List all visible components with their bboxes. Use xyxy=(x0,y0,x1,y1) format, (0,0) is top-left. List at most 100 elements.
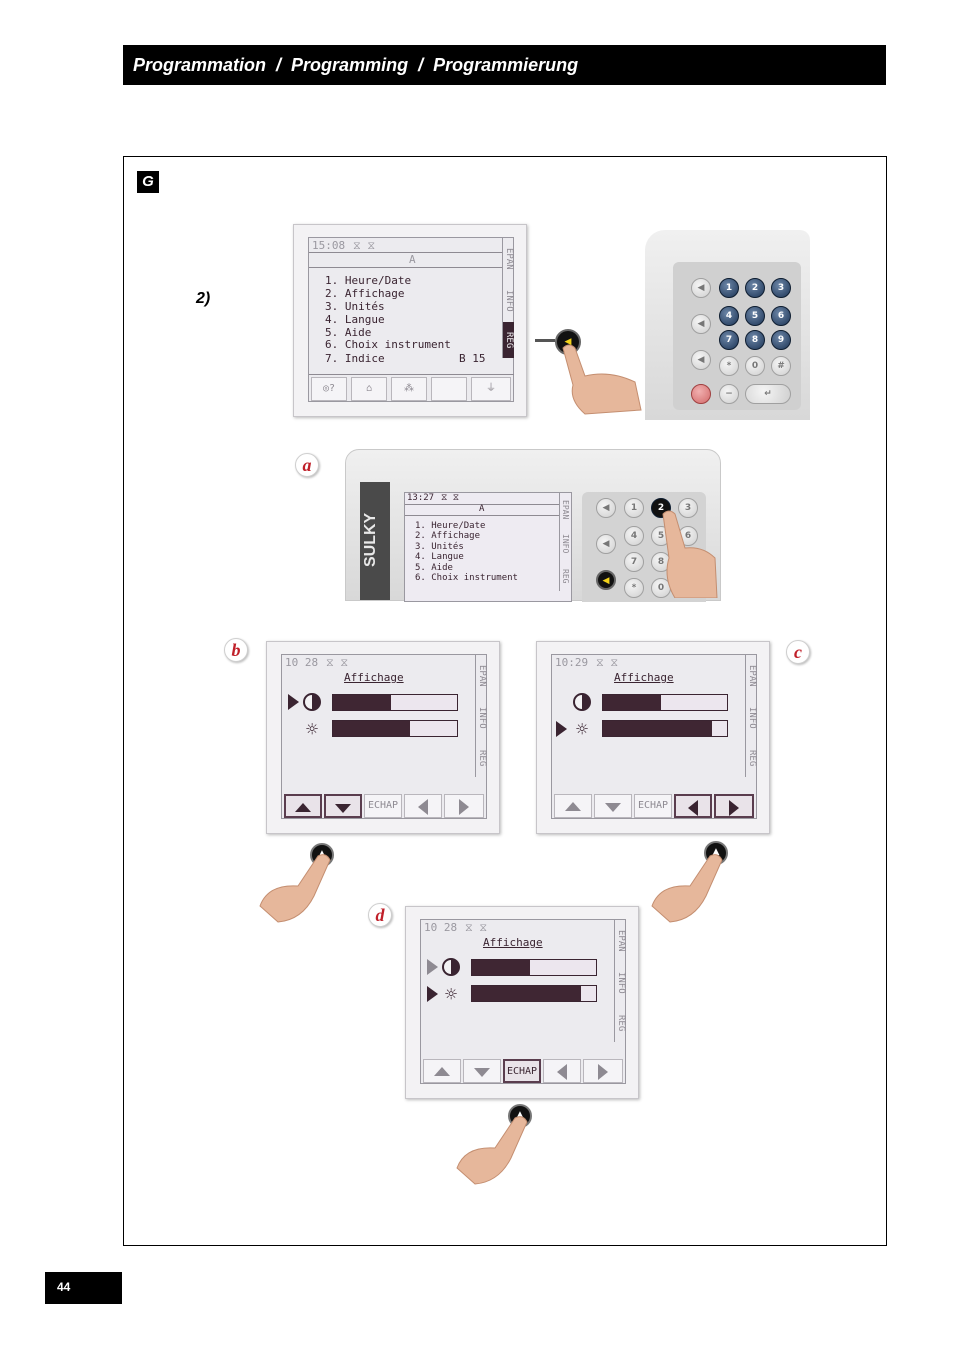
hand-icon xyxy=(651,854,723,923)
side-key-2[interactable]: ◀ xyxy=(691,314,711,334)
a-side-key-2[interactable]: ◀ xyxy=(596,534,616,554)
d-right-button[interactable] xyxy=(583,1059,623,1083)
side-key-3[interactable]: ◀ xyxy=(691,350,711,370)
hand-icon xyxy=(562,344,642,415)
key-9[interactable]: 9 xyxy=(771,330,791,350)
d-time: 10 28 xyxy=(424,921,458,934)
d-contrast-bar[interactable] xyxy=(471,959,597,976)
menu-item-4[interactable]: 4. Langue xyxy=(325,313,385,326)
bar-fill xyxy=(603,695,662,710)
screen-c-display: 10:29 ⧖ ⧖ Affichage ☼ EPAN INFO REG ECHA… xyxy=(551,654,757,819)
a-item-2[interactable]: 2. Affichage xyxy=(415,531,481,541)
b-right-button[interactable] xyxy=(444,794,484,818)
key-6[interactable]: 6 xyxy=(771,306,791,326)
tab-reg[interactable]: REG xyxy=(502,322,514,358)
menu-item-1[interactable]: 1. Heure/Date xyxy=(325,274,412,287)
arrow-left-icon xyxy=(557,1064,567,1080)
a-item-4[interactable]: 4. Langue xyxy=(415,552,464,562)
c-tab-epan[interactable]: EPAN xyxy=(745,655,757,697)
key-4[interactable]: 4 xyxy=(719,306,739,326)
softkey-spread-icon[interactable]: ⏚ xyxy=(471,377,511,401)
brightness-icon: ☼ xyxy=(575,717,589,741)
d-tab-reg[interactable]: REG xyxy=(614,1004,626,1042)
key-0[interactable]: 0 xyxy=(745,356,765,376)
bar-fill xyxy=(472,960,531,975)
c-tab-reg[interactable]: REG xyxy=(745,739,757,777)
c-up-button[interactable] xyxy=(554,794,592,818)
a-tab-epan[interactable]: EPAN xyxy=(559,493,571,527)
d-brightness-bar[interactable] xyxy=(471,985,597,1002)
key-3[interactable]: 3 xyxy=(771,278,791,298)
a-key-1[interactable]: 1 xyxy=(624,498,644,518)
menu-item-5[interactable]: 5. Aide xyxy=(325,326,372,339)
c-contrast-bar[interactable] xyxy=(602,694,728,711)
softkey-calibration-icon[interactable]: ⁂ xyxy=(391,377,427,401)
d-selector-brightness xyxy=(427,986,438,1002)
hourglass-icon: ⧖ ⧖ xyxy=(596,656,619,669)
c-right-button[interactable] xyxy=(714,794,754,818)
a-key-3[interactable]: 3 xyxy=(678,498,698,518)
menu-item-6[interactable]: 6. Choix instrument xyxy=(325,338,451,351)
b-left-button[interactable] xyxy=(404,794,442,818)
a-item-3[interactable]: 3. Unités xyxy=(415,542,464,552)
b-brightness-bar[interactable] xyxy=(332,720,458,737)
a-tab-reg[interactable]: REG xyxy=(559,561,571,591)
title-sep-2: / xyxy=(408,54,434,75)
contrast-icon xyxy=(573,693,591,711)
b-up-button[interactable] xyxy=(284,794,322,818)
b-tab-epan[interactable]: EPAN xyxy=(475,655,487,697)
a-key-star[interactable]: * xyxy=(624,578,644,598)
softkey-machine-icon[interactable]: ⌂ xyxy=(351,377,387,401)
c-down-button[interactable] xyxy=(594,794,632,818)
arrow-right-icon xyxy=(459,799,469,815)
a-key-4[interactable]: 4 xyxy=(624,526,644,546)
arrow-up-icon xyxy=(434,1067,450,1076)
tab-epan[interactable]: EPAN xyxy=(502,238,514,280)
a-key-7[interactable]: 7 xyxy=(624,552,644,572)
key-1[interactable]: 1 xyxy=(719,278,739,298)
menu-item-3[interactable]: 3. Unités xyxy=(325,300,385,313)
d-selector-contrast xyxy=(427,959,438,975)
c-tab-info[interactable]: INFO xyxy=(745,697,757,739)
d-tab-epan[interactable]: EPAN xyxy=(614,920,626,962)
a-tab-info[interactable]: INFO xyxy=(559,527,571,561)
softkey-help-icon[interactable]: ◎? xyxy=(311,377,347,401)
menu-item-7[interactable]: 7. Indice xyxy=(325,352,385,365)
figure-frame xyxy=(123,156,887,1246)
d-left-button[interactable] xyxy=(543,1059,581,1083)
a-item-5[interactable]: 5. Aide xyxy=(415,563,453,573)
contrast-icon xyxy=(442,958,460,976)
c-echap-button[interactable]: ECHAP xyxy=(634,794,672,818)
screen-d-display: 10 28 ⧖ ⧖ Affichage ☼ EPAN INFO REG ECHA… xyxy=(420,919,626,1084)
minus-key[interactable]: − xyxy=(719,384,739,404)
key-star[interactable]: * xyxy=(719,356,739,376)
key-7[interactable]: 7 xyxy=(719,330,739,350)
a-item-1[interactable]: 1. Heure/Date xyxy=(415,521,486,531)
key-5[interactable]: 5 xyxy=(745,306,765,326)
c-left-button[interactable] xyxy=(674,794,712,818)
d-down-button[interactable] xyxy=(463,1059,501,1083)
c-brightness-bar[interactable] xyxy=(602,720,728,737)
enter-key[interactable]: ↵ xyxy=(745,384,791,404)
d-up-button[interactable] xyxy=(423,1059,461,1083)
side-key-1[interactable]: ◀ xyxy=(691,278,711,298)
stop-key[interactable] xyxy=(691,384,711,404)
tab-info[interactable]: INFO xyxy=(502,280,514,322)
menu-item-2[interactable]: 2. Affichage xyxy=(325,287,405,300)
a-side-key-3[interactable]: ◀ xyxy=(596,570,616,590)
b-echap-button[interactable]: ECHAP xyxy=(364,794,402,818)
b-down-button[interactable] xyxy=(324,794,362,818)
b-tab-reg[interactable]: REG xyxy=(475,739,487,777)
b-contrast-bar[interactable] xyxy=(332,694,458,711)
a-item-6[interactable]: 6. Choix instrument xyxy=(415,573,518,583)
menu-screen-display: 15:08 ⧖ ⧖ A 1. Heure/Date 2. Affichage 3… xyxy=(308,237,514,402)
key-hash[interactable]: # xyxy=(771,356,791,376)
softkey-empty[interactable] xyxy=(431,377,467,401)
b-tab-info[interactable]: INFO xyxy=(475,697,487,739)
d-echap-button[interactable]: ECHAP xyxy=(503,1059,541,1083)
a-side-key-1[interactable]: ◀ xyxy=(596,498,616,518)
key-8[interactable]: 8 xyxy=(745,330,765,350)
d-tab-info[interactable]: INFO xyxy=(614,962,626,1004)
key-2[interactable]: 2 xyxy=(745,278,765,298)
keypad-panel-top: ◀ ◀ ◀ 1 2 3 4 5 6 7 8 9 * 0 # − ↵ xyxy=(645,230,810,420)
